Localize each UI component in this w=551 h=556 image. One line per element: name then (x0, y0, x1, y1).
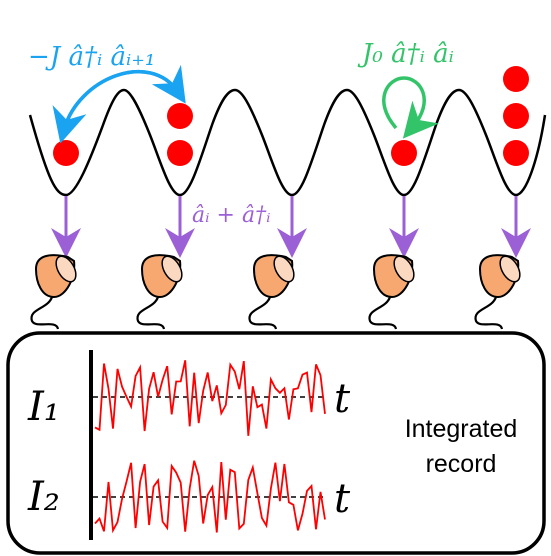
detector-icon (30, 254, 77, 330)
trace2-label: I₂ (27, 474, 60, 520)
record-box (6, 331, 546, 555)
trace1-signal (94, 360, 326, 436)
atom-icon (391, 140, 417, 166)
measure-term-label: âᵢ + â†ᵢ (192, 203, 271, 228)
trace1-label: I₁ (27, 384, 60, 430)
trace2-signal (94, 460, 326, 534)
onsite-term-label: J₀ â†ᵢ âᵢ (357, 39, 454, 69)
hopping-term-label: −J â†ᵢ âᵢ₊₁ (28, 42, 155, 72)
detectors-group (30, 254, 521, 330)
atom-icon (53, 140, 79, 166)
atom-icon (167, 140, 193, 166)
atoms-group (53, 66, 529, 166)
measurement-arrows (51, 196, 531, 258)
lattice-potential (28, 88, 547, 197)
onsite-loop (382, 76, 439, 139)
detector-icon (368, 254, 415, 330)
hopping-arrow-back (52, 69, 180, 144)
atom-icon (503, 66, 529, 92)
atom-icon (503, 140, 529, 166)
record-caption-line2: record (426, 450, 497, 478)
atom-icon (167, 103, 193, 129)
detector-icon (248, 254, 295, 330)
detector-icon (136, 254, 183, 330)
record-caption-line1: Integrated (405, 415, 518, 443)
time-label-2: t (334, 476, 351, 522)
atom-icon (503, 103, 529, 129)
time-label-1: t (334, 376, 351, 422)
detector-icon (474, 254, 521, 330)
